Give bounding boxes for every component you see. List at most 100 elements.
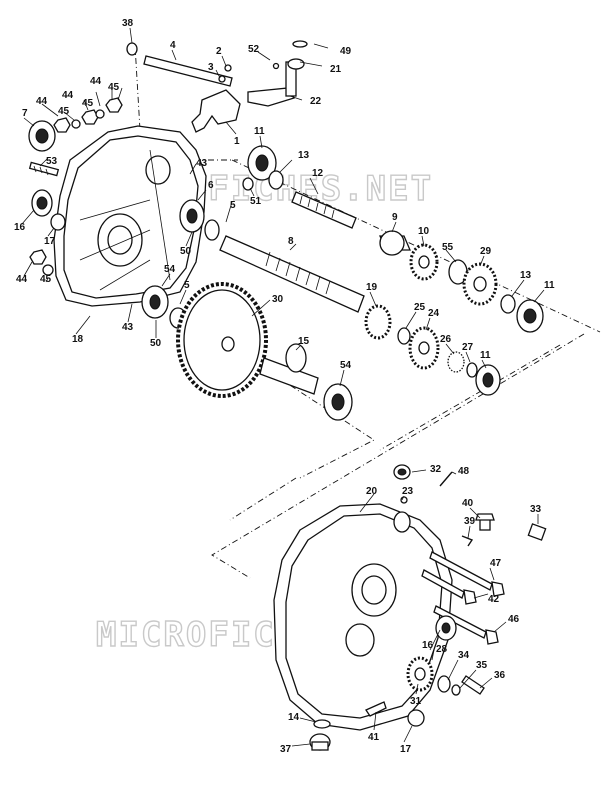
- label-5-b: 5: [184, 280, 190, 291]
- shaft-12: [291, 191, 357, 229]
- clip-39: [461, 535, 474, 547]
- label-24: 24: [428, 308, 440, 319]
- main-shaft-8: [219, 235, 365, 313]
- label-39: 39: [464, 516, 476, 527]
- bolts: [365, 551, 505, 717]
- label-10: 10: [418, 226, 430, 237]
- label-7: 7: [22, 108, 28, 119]
- label-35: 35: [476, 660, 488, 671]
- label-17-b: 17: [400, 744, 412, 755]
- label-16-a: 16: [14, 222, 26, 233]
- nuts-44-45: [29, 97, 123, 276]
- label-8: 8: [288, 236, 294, 247]
- shift-rod-4: [126, 42, 233, 87]
- label-43-a: 43: [196, 158, 208, 169]
- washer-27: [466, 362, 478, 378]
- washer-14: [313, 719, 331, 729]
- stud-53: [28, 161, 60, 177]
- label-53: 53: [46, 156, 58, 167]
- shift-lever-22: [247, 40, 308, 107]
- pin-48: [439, 471, 453, 487]
- washer-34: [437, 675, 451, 693]
- label-45-a: 45: [58, 106, 70, 117]
- bearing-11-right: [516, 299, 544, 333]
- label-54-a: 54: [164, 264, 176, 275]
- pinion-shaft-15: [259, 343, 319, 395]
- plug-32: [393, 464, 411, 480]
- bearing-54-lower: [323, 383, 353, 421]
- shift-fork-1: [191, 64, 241, 133]
- label-11-b: 11: [544, 280, 555, 291]
- label-34: 34: [458, 650, 470, 661]
- label-50-a: 50: [180, 246, 192, 257]
- label-31: 31: [410, 696, 422, 707]
- label-44-b: 44: [62, 90, 74, 101]
- label-14: 14: [288, 712, 300, 723]
- label-43-b: 43: [122, 322, 134, 333]
- label-51: 51: [250, 196, 262, 207]
- label-9: 9: [392, 212, 398, 223]
- label-40: 40: [462, 498, 474, 509]
- label-32: 32: [430, 464, 442, 475]
- label-52: 52: [248, 44, 260, 55]
- label-13-b: 13: [520, 270, 532, 281]
- label-42: 42: [488, 594, 500, 605]
- washer-35: [451, 684, 461, 696]
- ring-gear-30: [176, 282, 268, 398]
- seal-16-right: [435, 615, 457, 641]
- part-number-labels: 38 4 2 3 52 49 21 22 1 7 44 45 44 45 44 …: [14, 18, 555, 755]
- plug-37: [309, 733, 331, 751]
- gear-10: [409, 243, 439, 281]
- label-17-a: 17: [44, 236, 56, 247]
- label-33: 33: [530, 504, 542, 515]
- fitting-33: [527, 523, 547, 541]
- bushing-17-right: [407, 709, 425, 727]
- label-21: 21: [330, 64, 342, 75]
- gear-24: [408, 326, 440, 370]
- label-36: 36: [494, 670, 506, 681]
- label-44-d: 44: [16, 274, 28, 285]
- label-37: 37: [280, 744, 292, 755]
- label-12: 12: [312, 168, 324, 179]
- label-47: 47: [490, 558, 502, 569]
- washer-25: [397, 327, 411, 345]
- label-22: 22: [310, 96, 322, 107]
- seal-7: [28, 120, 56, 152]
- label-1: 1: [234, 136, 240, 147]
- label-13-a: 13: [298, 150, 310, 161]
- bearing-6: [179, 199, 220, 241]
- label-30: 30: [272, 294, 284, 305]
- label-50-b: 50: [150, 338, 162, 349]
- label-27: 27: [462, 342, 474, 353]
- vent-40: [475, 513, 495, 531]
- bolt-23: [400, 496, 408, 504]
- label-5-a: 5: [230, 200, 236, 211]
- bearing-11-lower: [475, 364, 501, 396]
- label-49: 49: [340, 46, 352, 57]
- label-23: 23: [402, 486, 414, 497]
- label-54-b: 54: [340, 360, 352, 371]
- label-16-b: 16: [422, 640, 434, 651]
- gear-29: [462, 262, 498, 306]
- sprocket-31: [406, 656, 434, 692]
- washer-13: [500, 294, 516, 314]
- label-29: 29: [480, 246, 492, 257]
- seal-16-left: [31, 189, 53, 217]
- label-41: 41: [368, 732, 380, 743]
- left-case-half: [53, 125, 207, 307]
- right-case-half: [273, 503, 453, 731]
- bushing-17: [50, 213, 66, 231]
- label-46: 46: [508, 614, 520, 625]
- label-26: 26: [440, 334, 452, 345]
- label-3: 3: [208, 62, 214, 73]
- label-38: 38: [122, 18, 134, 29]
- label-45-b: 45: [82, 98, 94, 109]
- label-2: 2: [216, 46, 222, 57]
- label-45-c: 45: [108, 82, 120, 93]
- label-11-a: 11: [254, 126, 265, 137]
- leader-lines: [21, 27, 545, 747]
- label-15: 15: [298, 336, 310, 347]
- label-25: 25: [414, 302, 426, 313]
- label-11-c: 11: [480, 350, 491, 361]
